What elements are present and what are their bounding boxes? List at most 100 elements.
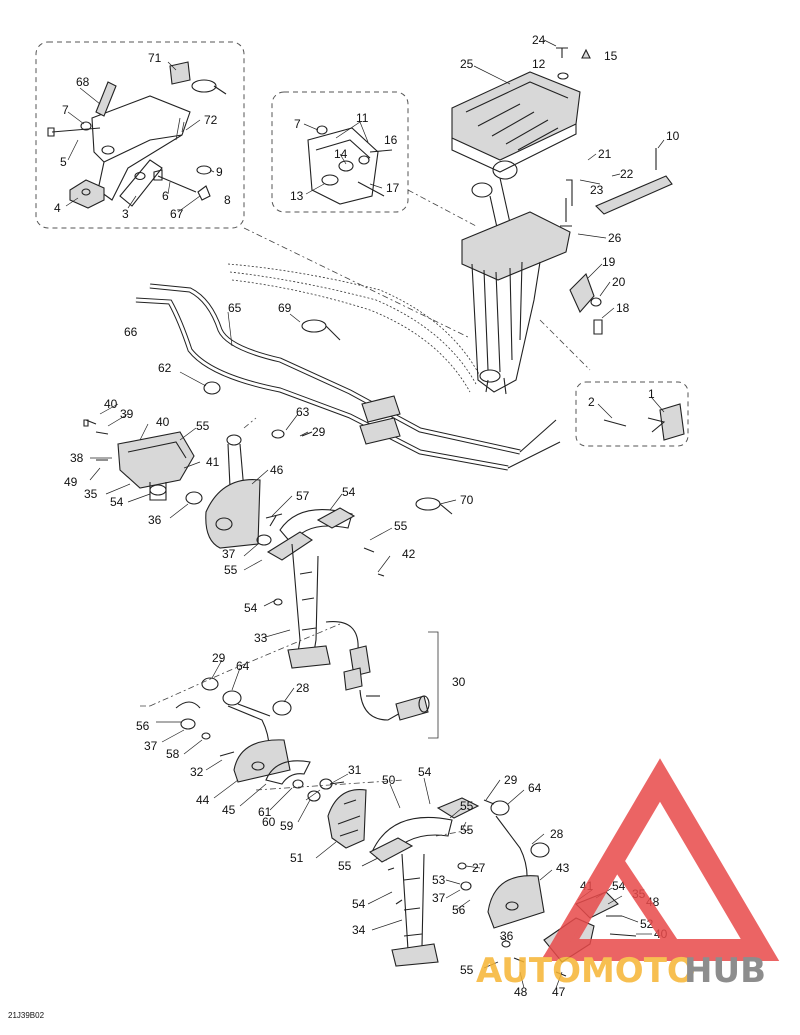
- part-71-clip: [169, 61, 191, 85]
- callout-17: 17: [386, 181, 400, 195]
- watermark-text-dark: HUB: [684, 951, 766, 991]
- callout-37c: 37: [432, 891, 446, 905]
- callout-22: 22: [620, 167, 634, 181]
- callout-55c: 55: [224, 563, 238, 577]
- callout-36b: 36: [500, 929, 514, 943]
- callout-10: 10: [666, 129, 680, 143]
- callout-8: 8: [224, 193, 231, 207]
- callout-18: 18: [616, 301, 630, 315]
- callout-67: 67: [170, 207, 184, 221]
- callout-56: 56: [136, 719, 150, 733]
- callout-33: 33: [254, 631, 268, 645]
- callout-71: 71: [148, 51, 162, 65]
- callout-46: 46: [270, 463, 284, 477]
- callout-4: 4: [54, 201, 61, 215]
- sensor-30-drawing: [325, 621, 430, 721]
- callout-30: 30: [452, 675, 466, 689]
- callout-55b: 55: [394, 519, 408, 533]
- callout-64: 64: [236, 659, 250, 673]
- callout-6: 6: [162, 189, 169, 203]
- part-4-block: [69, 179, 105, 209]
- callout-19: 19: [602, 255, 616, 269]
- part-19-bracket: [569, 273, 595, 314]
- callout-29: 29: [312, 425, 326, 439]
- callout-54b: 54: [342, 485, 356, 499]
- callout-55d: 55: [460, 799, 474, 813]
- callout-5: 5: [60, 155, 67, 169]
- callout-69: 69: [278, 301, 292, 315]
- drawing-code: 21J39B02: [8, 1011, 45, 1020]
- cable-drawing: [135, 263, 561, 515]
- clip-drawing: [603, 403, 685, 441]
- callout-70: 70: [460, 493, 474, 507]
- callout-47: 47: [552, 985, 566, 999]
- callout-44: 44: [196, 793, 210, 807]
- callout-54: 54: [110, 495, 124, 509]
- callout-43: 43: [556, 861, 570, 875]
- callout-9: 9: [216, 165, 223, 179]
- callout-3: 3: [122, 207, 129, 221]
- callout-50: 50: [382, 773, 396, 787]
- callout-39: 39: [120, 407, 134, 421]
- callout-41: 41: [206, 455, 220, 469]
- callout-58: 58: [166, 747, 180, 761]
- callout-64b: 64: [528, 781, 542, 795]
- callout-21: 21: [598, 147, 612, 161]
- watermark-text-accent: AUTOMOTO: [476, 951, 696, 991]
- callout-56b: 56: [452, 903, 466, 917]
- left-bracket-drawing: [83, 381, 313, 531]
- callout-53: 53: [432, 873, 446, 887]
- inset-box-bracket: [35, 41, 245, 229]
- callout-54f: 54: [352, 897, 366, 911]
- callout-36: 36: [148, 513, 162, 527]
- callout-51: 51: [290, 851, 304, 865]
- callout-55: 55: [196, 419, 210, 433]
- inset-box-plate: [271, 91, 409, 213]
- leader-lines: [65, 39, 665, 989]
- callout-29b: 29: [212, 651, 226, 665]
- callout-57: 57: [296, 489, 310, 503]
- callout-54d: 54: [418, 765, 432, 779]
- connection-lines: [140, 189, 591, 837]
- callout-25: 25: [460, 57, 474, 71]
- bracket-30: [428, 631, 439, 739]
- callout-42: 42: [402, 547, 416, 561]
- callout-7: 7: [62, 103, 69, 117]
- callout-15: 15: [604, 49, 618, 63]
- callout-34: 34: [352, 923, 366, 937]
- watermark-inner-triangle: [542, 847, 690, 957]
- cam-assembly-drawing: [175, 677, 345, 802]
- lever-33-drawing: [205, 479, 385, 669]
- watermark-logo: AUTOMOTO HUB: [476, 758, 780, 991]
- callout-28: 28: [296, 681, 310, 695]
- callout-55e: 55: [460, 823, 474, 837]
- callout-68: 68: [76, 75, 90, 89]
- callout-54c: 54: [244, 601, 258, 615]
- callout-31: 31: [348, 763, 362, 777]
- callout-11: 11: [356, 111, 369, 125]
- plate-assembly-drawing: [307, 125, 393, 205]
- callout-12: 12: [532, 57, 546, 71]
- callout-26: 26: [608, 231, 622, 245]
- callout-61: 61: [258, 805, 272, 819]
- callout-35: 35: [84, 487, 98, 501]
- callout-7b: 7: [294, 117, 301, 131]
- callout-32: 32: [190, 765, 204, 779]
- callout-60: 60: [262, 815, 276, 829]
- callout-49: 49: [64, 475, 78, 489]
- part-68-strip: [95, 81, 117, 117]
- callout-55g: 55: [460, 963, 474, 977]
- callout-14: 14: [334, 147, 348, 161]
- callout-72: 72: [204, 113, 218, 127]
- callout-45: 45: [222, 803, 236, 817]
- callout-23: 23: [590, 183, 604, 197]
- callout-29c: 29: [504, 773, 518, 787]
- callout-55f: 55: [338, 859, 352, 873]
- callout-66: 66: [124, 325, 138, 339]
- callout-54e: 54: [612, 879, 626, 893]
- callout-40: 40: [104, 397, 118, 411]
- callout-labels: 71 68 7 72 5 9 6 8 4 3 67 7 11 16 14 13 …: [8, 33, 680, 1020]
- callout-2: 2: [588, 395, 595, 409]
- callout-37: 37: [222, 547, 236, 561]
